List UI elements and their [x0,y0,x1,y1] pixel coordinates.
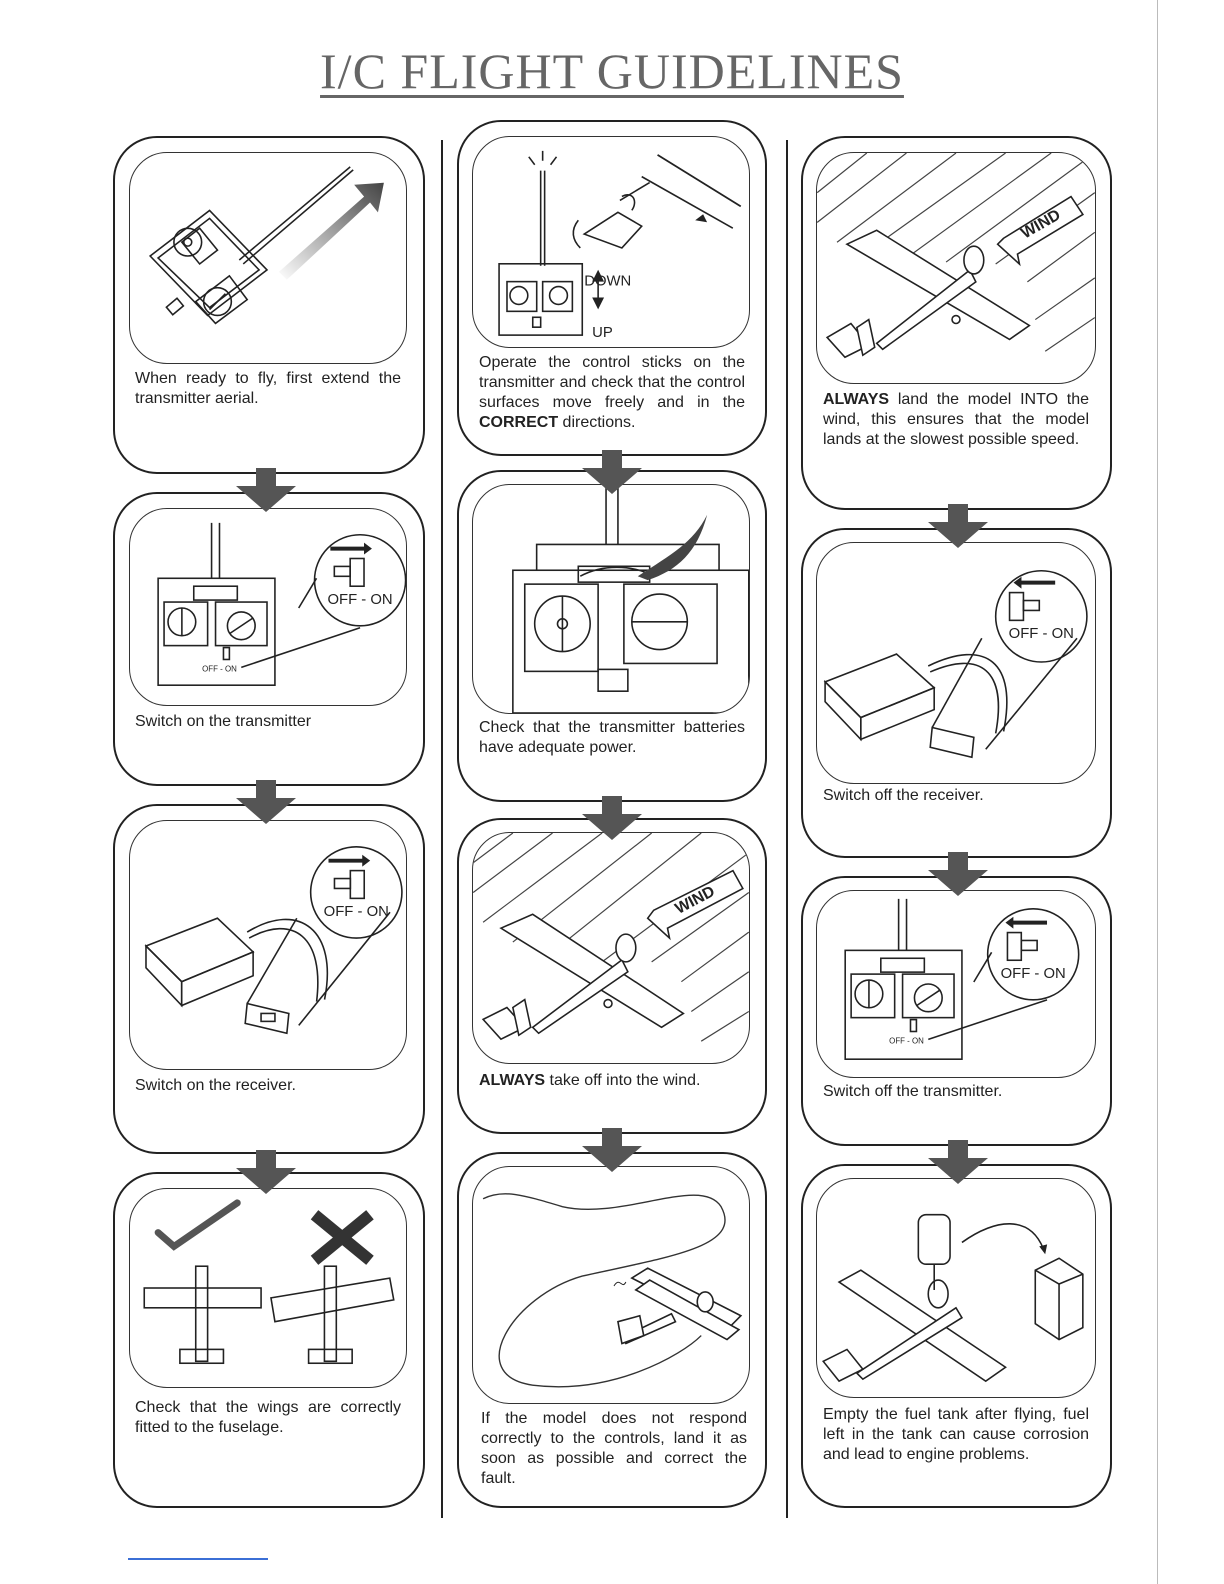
step-caption: Empty the fuel tank after flying, fuel l… [823,1405,1089,1465]
airplane-icon [823,1270,1005,1381]
down-label: DOWN [584,274,631,290]
off-on-label: OFF - ON [328,592,393,608]
switch-icon: OFF - ON OFF - ON [817,891,1095,1077]
receiver-icon: OFF - ON [817,543,1095,783]
down-arrow-icon [234,468,298,512]
cross-icon [315,1215,370,1261]
transmitter-icon [499,264,582,335]
transmitter-icon [473,485,749,713]
off-on-small-label: OFF - ON [202,664,237,673]
receiver-switch-illustration: OFF - ON [129,820,407,1070]
up-label: UP [592,325,613,341]
circuit-flight-illustration [472,1166,750,1404]
step-caption: ALWAYS land the model INTO the wind, thi… [823,390,1089,450]
transmitter-off-illustration: OFF - ON OFF - ON [816,890,1096,1078]
battery-meter-illustration [472,484,750,714]
down-arrow-icon [234,1150,298,1194]
down-arrow-icon [580,1128,644,1172]
step-caption: Check that the transmitter batteries hav… [479,718,745,758]
down-arrow-icon [580,796,644,840]
landing-illustration: WIND [816,152,1096,384]
transmitter-icon [130,153,406,363]
airplane-icon [827,230,1029,357]
down-arrow-icon [926,1140,990,1184]
step-caption: Switch off the receiver. [823,786,1089,806]
down-arrow-icon [926,852,990,896]
step-caption: Check that the wings are correctly fitte… [135,1398,401,1438]
transmitter-aerial-illustration [129,152,407,364]
receiver-icon: OFF - ON [130,821,406,1069]
check-mark-icon [158,1203,237,1247]
column-divider [786,140,788,1518]
control-surfaces-illustration: DOWN UP [472,136,750,348]
off-on-label: OFF - ON [324,904,389,920]
off-on-label: OFF - ON [1009,626,1074,642]
off-on-label: OFF - ON [1001,966,1066,982]
wind-arrow-icon: WIND [998,197,1083,264]
step-caption: ALWAYS take off into the wind. [479,1071,745,1091]
off-on-small-label: OFF - ON [889,1036,924,1045]
step-caption: When ready to fly, first extend the tran… [135,369,401,409]
down-arrow-icon [234,780,298,824]
airplane-icon [144,1266,393,1363]
page-title: I/C FLIGHT GUIDELINES [0,42,1224,100]
wind-arrow-icon: WIND [648,871,743,938]
take-off-illustration: WIND [472,832,750,1064]
airplane-icon [618,1268,741,1343]
step-caption: If the model does not respond correctly … [481,1409,747,1489]
fuel-empty-illustration [816,1178,1096,1398]
footer-rule [128,1558,268,1560]
wing-fitting-illustration [129,1188,407,1388]
transmitter-switch-illustration: OFF - ON OFF - ON [129,508,407,706]
column-divider [441,140,443,1518]
switch-icon: OFF - ON OFF - ON [130,509,406,705]
receiver-off-illustration: OFF - ON [816,542,1096,784]
step-caption: Switch off the transmitter. [823,1082,1089,1102]
step-caption: Switch on the transmitter [135,712,401,732]
step-caption: Switch on the receiver. [135,1076,401,1096]
fuel-bottle-icon [918,1215,950,1290]
down-arrow-icon [926,504,990,548]
airplane-icon [483,914,683,1039]
page-edge [1157,0,1158,1584]
down-arrow-icon [580,450,644,494]
step-caption: Operate the control sticks on the transm… [479,353,745,433]
